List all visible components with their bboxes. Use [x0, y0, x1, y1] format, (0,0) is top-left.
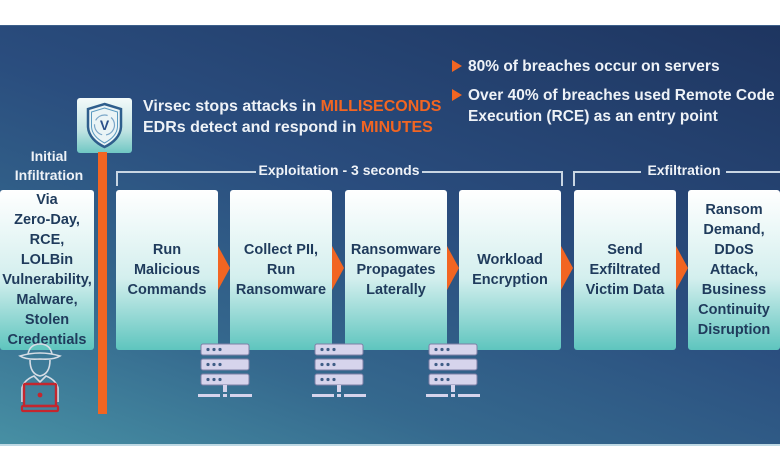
arrow-right-icon	[447, 246, 459, 290]
card-text-line: DDoS Attack,	[709, 242, 759, 278]
arrow-right-icon	[676, 246, 688, 290]
card-text-line: Ransom	[705, 202, 763, 218]
card-text-line: Zero-Day, RCE,	[14, 212, 80, 248]
card-text-line: Ransomware	[235, 282, 327, 298]
card-text-line: Run	[266, 262, 296, 278]
bullet-arrow-icon	[452, 60, 462, 72]
exploitation-bracket-right	[422, 171, 562, 173]
card-text-line: Send	[607, 242, 643, 258]
card-text-line: Disruption	[697, 322, 771, 338]
card-text-line: Demand,	[703, 222, 765, 238]
card-text-line: Business	[701, 282, 767, 298]
headline: Virsec stops attacks in MILLISECONDS EDR…	[143, 96, 441, 138]
hacker-laptop-icon	[18, 343, 62, 413]
stage-exfiltration: Exfiltration	[647, 162, 721, 178]
bullet-servers: 80% of breaches occur on servers	[452, 56, 775, 77]
card-text-line: Victim Data	[585, 282, 665, 298]
card-text-line: Via	[36, 192, 58, 208]
card-text-line: Commands	[127, 282, 207, 298]
panel-bottom-border	[0, 444, 780, 446]
card-text-line: Run	[152, 242, 182, 258]
card-text-line: Stolen	[24, 312, 70, 328]
bullet-arrow-icon	[452, 89, 462, 101]
bracket-tick	[573, 171, 575, 186]
card-text-line: Vulnerability,	[2, 272, 92, 288]
server-icon	[426, 343, 480, 397]
arrow-right-icon	[332, 246, 344, 290]
card-text-line: Continuity	[698, 302, 770, 318]
card-text-line: Collect PII,	[243, 242, 319, 258]
exploitation-bracket-left	[116, 171, 256, 173]
bullet-rce: Over 40% of breaches used Remote Code Ex…	[452, 85, 775, 127]
card-text-line: Exfiltrated	[589, 262, 661, 278]
shield-letter: V	[100, 117, 110, 133]
arrow-right-icon	[218, 246, 230, 290]
minutes-highlight: MINUTES	[360, 119, 433, 136]
card-text-line: Encryption	[472, 272, 548, 288]
card-text-line: Malicious	[133, 262, 201, 278]
bracket-tick	[561, 171, 563, 186]
card-text-line: Workload	[477, 252, 543, 268]
card-text-line: Laterally	[366, 282, 426, 298]
card-text-line: Malware,	[16, 292, 78, 308]
virsec-shield-badge: V	[77, 98, 132, 153]
stage-exploitation: Exploitation - 3 seconds	[258, 162, 420, 178]
milliseconds-highlight: MILLISECONDS	[320, 98, 442, 115]
exfiltration-bracket-left	[573, 171, 641, 173]
card-text-line: LOLBin	[20, 252, 74, 268]
stage-initial-infiltration: Initial Infiltration	[14, 148, 84, 183]
card-text-line: Ransomware	[350, 242, 442, 258]
server-icon	[312, 343, 366, 397]
virsec-shield-icon: V	[86, 102, 123, 149]
card-text-line: Credentials	[7, 332, 87, 348]
card-text-line: Propagates	[356, 262, 436, 278]
server-icon	[198, 343, 252, 397]
headline-line-1: Virsec stops attacks in MILLISECONDS	[143, 98, 442, 115]
stats-bullets: 80% of breaches occur on servers Over 40…	[452, 56, 775, 135]
exfiltration-bracket-right	[726, 171, 780, 173]
virsec-stop-line	[98, 152, 107, 414]
arrow-right-icon	[561, 246, 573, 290]
headline-line-2: EDRs detect and respond in MINUTES	[143, 119, 433, 136]
bracket-tick	[116, 171, 118, 186]
